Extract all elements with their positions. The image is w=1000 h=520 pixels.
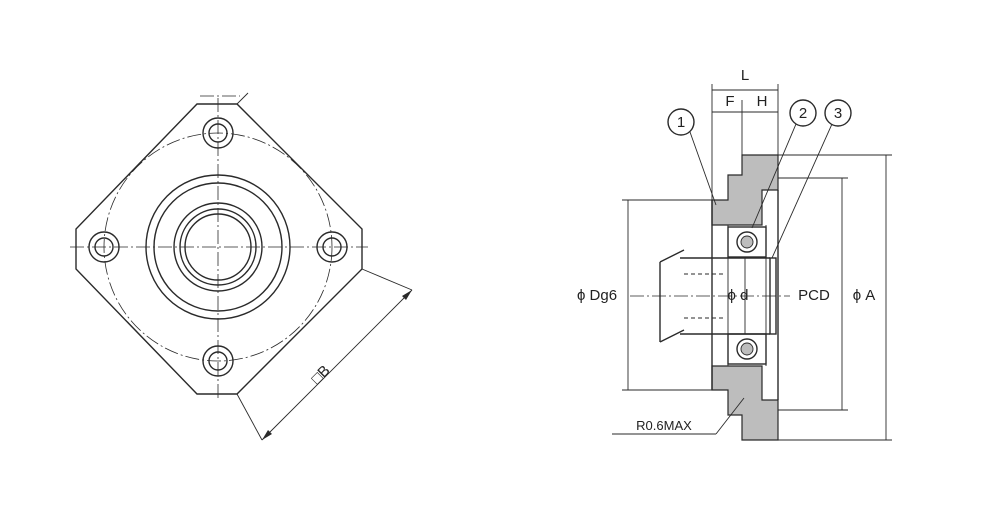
dim-pcd-label: PCD xyxy=(798,287,830,304)
dim-h-label: H xyxy=(757,93,768,110)
radius-label: R0.6MAX xyxy=(636,418,692,433)
dim-f-label: F xyxy=(725,93,734,110)
front-view: □B xyxy=(70,92,413,441)
svg-text:2: 2 xyxy=(799,105,807,122)
dim-b-ext-3 xyxy=(236,393,263,441)
dim-dg6-label: ϕ Dg6 xyxy=(577,287,617,304)
dim-b-ext-1 xyxy=(236,92,249,105)
dim-b-arrow-1 xyxy=(262,430,272,440)
dim-d-label: ϕ d xyxy=(728,287,749,304)
bearing-top xyxy=(727,226,767,258)
callout-3: 3 xyxy=(771,99,852,259)
dim-b-ext-2 xyxy=(361,268,413,291)
shaft-break-top xyxy=(659,249,685,263)
callout-1: 1 xyxy=(667,108,717,206)
dim-l-label: L xyxy=(741,67,749,84)
radius-leader-diag xyxy=(715,397,745,435)
bearing-bottom xyxy=(727,333,767,365)
dim-b-label: □B xyxy=(308,362,334,388)
dim-b-line xyxy=(261,289,413,441)
flange-section-bottom xyxy=(711,365,779,441)
section-view: L F H 1 2 3 ϕ Dg6 ϕ d PCD xyxy=(577,67,892,441)
callout-2: 2 xyxy=(751,99,817,229)
svg-text:3: 3 xyxy=(834,105,842,122)
svg-text:1: 1 xyxy=(677,114,685,131)
dim-a-label: ϕ A xyxy=(853,287,876,304)
dim-b-arrow-2 xyxy=(402,290,412,300)
shaft-break-bottom xyxy=(659,329,685,343)
